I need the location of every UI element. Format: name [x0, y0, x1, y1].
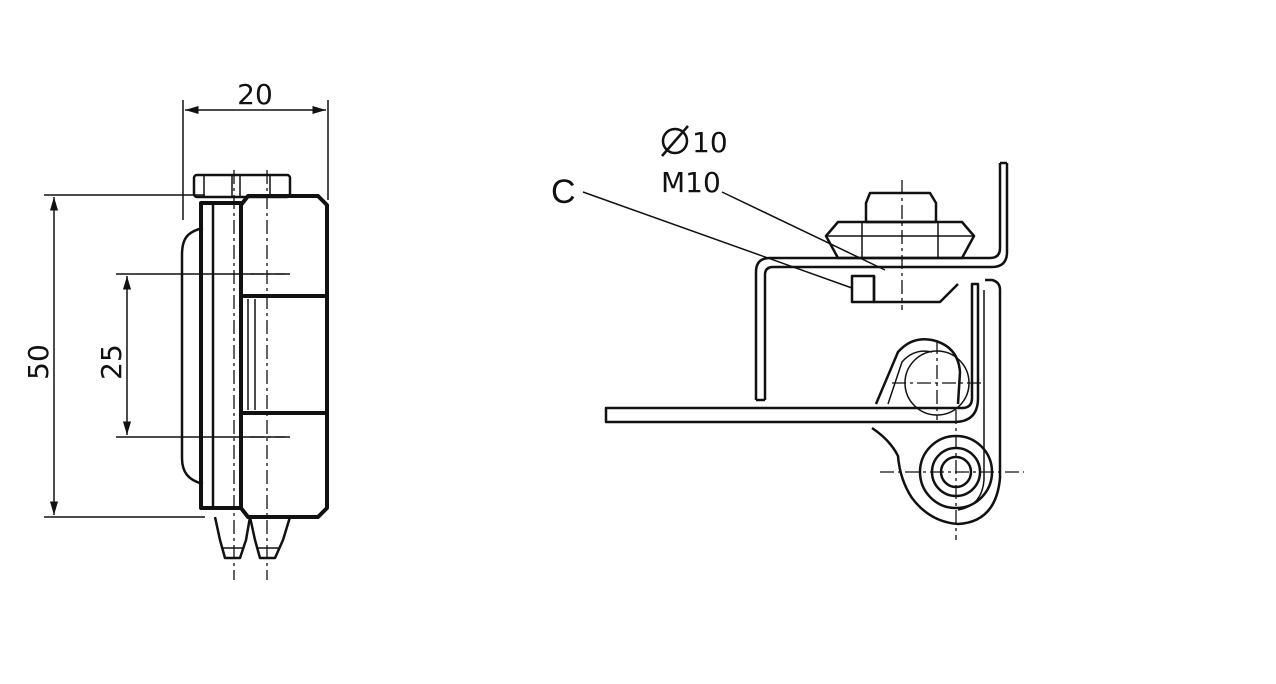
label-c: C [551, 173, 576, 211]
dimension-height-total-label: 50 [22, 344, 55, 380]
dimension-thread-label: M10 [661, 166, 721, 199]
upper-knuckle [874, 338, 985, 420]
dimension-height-inner-label: 25 [95, 344, 128, 380]
lower-knuckle [871, 278, 1024, 540]
side-view: C 10 M10 [551, 125, 1024, 540]
base-plate [604, 282, 980, 424]
dimension-width: 20 [182, 78, 329, 220]
nut-bolt [824, 180, 976, 310]
dimension-diameter: 10 [661, 125, 728, 159]
front-view: 20 50 25 [22, 78, 329, 580]
dimension-diameter-label: 10 [692, 126, 728, 159]
dimension-height-total: 50 [22, 194, 205, 518]
bracket [754, 161, 1009, 402]
dimension-width-label: 20 [237, 78, 273, 111]
hinge-front-body [180, 170, 329, 580]
